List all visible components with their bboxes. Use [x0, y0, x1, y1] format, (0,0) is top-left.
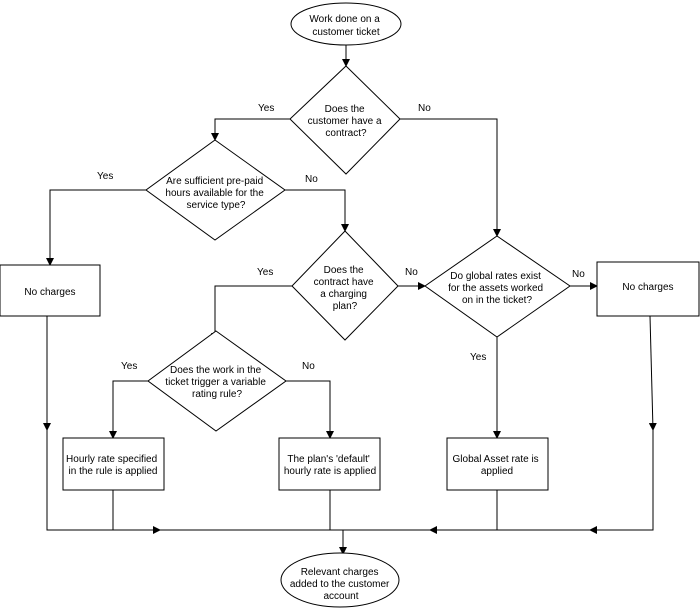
process-no-charges-right[interactable] [596, 261, 700, 317]
edge-label-prepaid-no: No [305, 174, 318, 185]
process-plan-default[interactable] [278, 437, 381, 491]
process-no-charges-left[interactable] [0, 264, 101, 317]
process-hourly-rule[interactable] [62, 437, 165, 491]
edge-label-plan-yes: Yes [257, 267, 273, 278]
edge-rule-no [286, 380, 334, 439]
edge-nocharges-right-down [648, 315, 657, 431]
decision-contract[interactable] [289, 65, 401, 175]
process-global-asset[interactable] [446, 437, 549, 491]
decision-variable-rule[interactable] [147, 330, 287, 432]
edge-plan-yes [211, 285, 292, 341]
edge-label-global-yes: Yes [470, 352, 486, 363]
edge-bus-left [46, 430, 161, 534]
start-label: Work done on a customer ticket [309, 14, 382, 38]
edge-label-prepaid-yes: Yes [97, 171, 113, 182]
decision-global-rates[interactable] [424, 235, 571, 338]
no-charges-right-label: No charges [622, 282, 673, 293]
no-charges-left-label: No charges [24, 287, 75, 298]
edge-label-plan-no: No [405, 267, 418, 278]
decision-charging-plan-label: Does the contract have a charging plan? [314, 265, 377, 312]
edge-rule-yes [109, 380, 148, 439]
end-label: Relevant charges added to the customer a… [290, 567, 392, 602]
decision-charging-plan[interactable] [291, 230, 399, 341]
edge-label-global-no: No [572, 269, 585, 280]
start-terminal[interactable] [290, 2, 402, 46]
edge-prepaid-no [285, 189, 349, 232]
decision-prepaid[interactable] [145, 139, 286, 241]
plan-default-label: The plan's 'default' hourly rate is appl… [284, 454, 376, 477]
edge-contract-no [400, 118, 501, 237]
edge-contract-yes [211, 118, 290, 141]
decision-prepaid-label: Are sufficient pre-paid hours available … [165, 176, 266, 211]
edge-label-contract-yes: Yes [258, 103, 274, 114]
edge-label-contract-no: No [418, 103, 431, 114]
edge-labels: Yes No Yes No Yes No No Yes Yes No [97, 103, 585, 372]
edge-bus-right [589, 430, 654, 534]
decision-contract-label: Does the customer have a contract? [308, 104, 385, 139]
decision-global-rates-label: Do global rates exist for the assets wor… [448, 271, 546, 306]
node-labels: Work done on a customer ticket Does the … [24, 14, 673, 602]
edge-label-rule-yes: Yes [121, 361, 137, 372]
edge-label-rule-no: No [302, 361, 315, 372]
connectors [43, 45, 657, 555]
end-terminal[interactable] [280, 552, 400, 608]
hourly-rule-label: Hourly rate specified in the rule is app… [66, 454, 160, 477]
edge-prepaid-yes [46, 189, 146, 266]
global-asset-label: Global Asset rate is applied [453, 454, 542, 477]
decision-variable-rule-label: Does the work in the ticket trigger a va… [165, 365, 268, 400]
